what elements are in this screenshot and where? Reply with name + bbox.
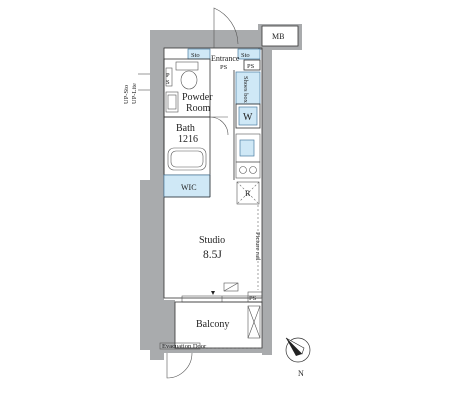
- ps-entrance-label: PS: [247, 63, 255, 70]
- refrigerator-box: [236, 181, 260, 205]
- studio-size-label: 8.5J: [203, 249, 222, 261]
- s-label: S: [166, 79, 170, 86]
- studio-label: Studio: [199, 235, 225, 246]
- washer-box: [238, 106, 258, 126]
- stove-burner-2: [249, 166, 257, 174]
- evacuation-door-label: Evacuation Door: [162, 343, 207, 350]
- picture-rail-label: Picture rail: [254, 232, 261, 261]
- mb-label: MB: [272, 32, 284, 41]
- up-sto-label: UP-Sto: [123, 85, 130, 104]
- north-arrow: [285, 337, 311, 363]
- north-label: N: [298, 369, 304, 378]
- window-marker: [211, 291, 215, 295]
- p-label: P: [166, 72, 170, 79]
- sto-right-label: Sto: [241, 52, 250, 59]
- r-label: R: [245, 189, 251, 198]
- wic-label: WIC: [181, 183, 197, 192]
- shoes-box-label: Shoes box: [242, 76, 249, 104]
- evacuation-door-swing: [166, 352, 193, 379]
- bath-label-2: 1216: [178, 134, 198, 145]
- w-label: W: [243, 112, 253, 123]
- entrance-door: [213, 7, 239, 48]
- powder-room-label-2: Room: [186, 103, 211, 114]
- storage-right: [237, 48, 261, 60]
- sto-left-label: Sto: [191, 52, 200, 59]
- ps-balcony-label: PS: [249, 295, 257, 302]
- up-lite-label: UP-Lite: [131, 83, 138, 104]
- bathtub-icon: [167, 147, 207, 171]
- kitchen-sink: [239, 139, 255, 157]
- bath-label-1: Bath: [176, 123, 195, 134]
- toilet-icon: [180, 70, 198, 90]
- shoes-box: [235, 71, 261, 105]
- entrance-label: Entrance: [211, 54, 240, 63]
- balcony-label: Balcony: [196, 319, 229, 330]
- mb-box: [261, 25, 299, 47]
- stove-burner-1: [239, 166, 247, 174]
- walls: [140, 24, 302, 360]
- entrance-sub-label: PS: [220, 64, 228, 71]
- powder-room-label-1: Powder: [182, 92, 213, 103]
